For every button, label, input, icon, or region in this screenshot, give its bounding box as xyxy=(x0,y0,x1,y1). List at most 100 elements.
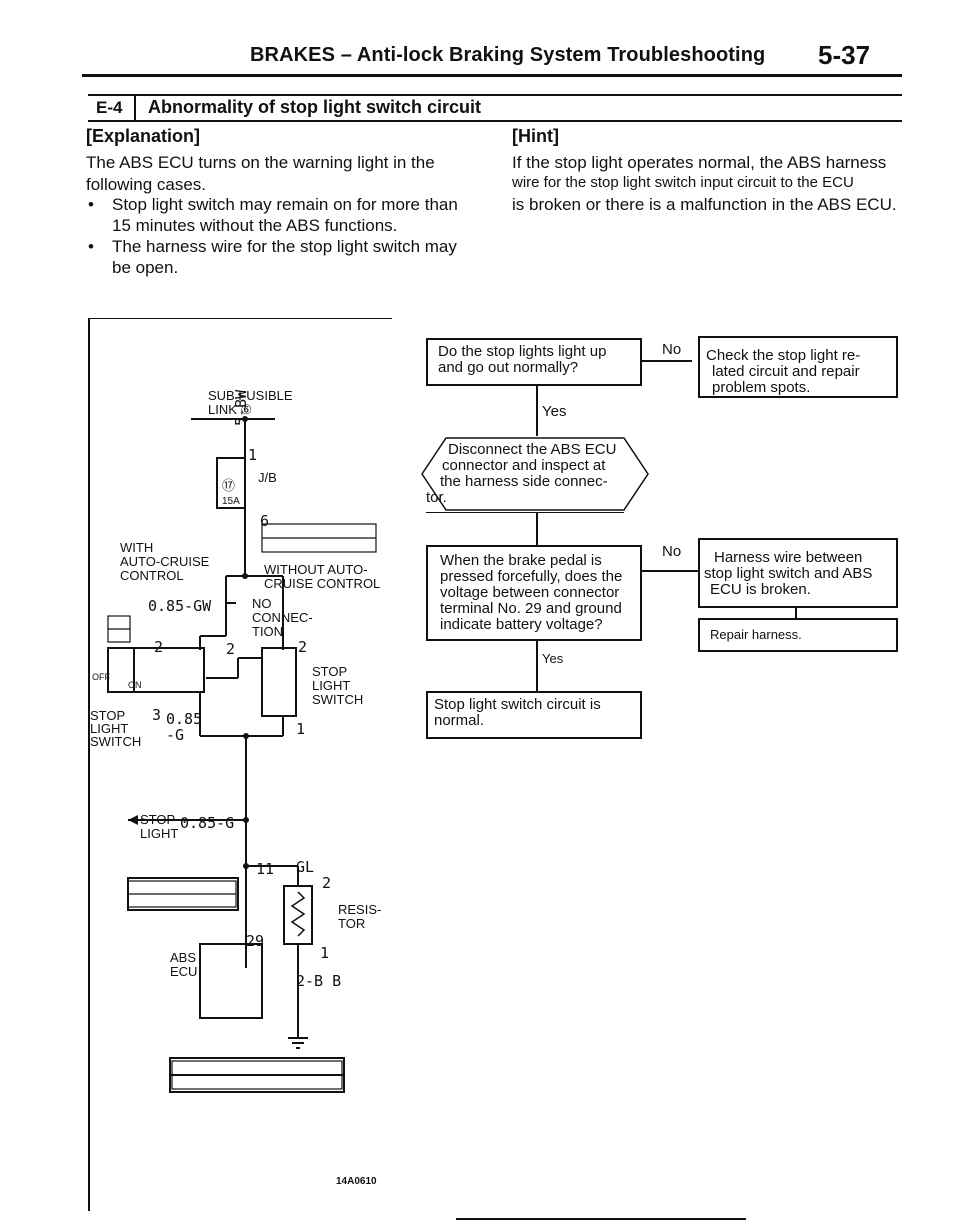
wire-label: 5-BW xyxy=(232,389,250,426)
flow-yes-label: Yes xyxy=(542,403,567,420)
flow-rule xyxy=(426,512,624,513)
flow-text: Harness wire between xyxy=(714,549,863,566)
section-code: E-4 xyxy=(96,98,123,117)
abs-ecu-label: ECU xyxy=(170,964,198,979)
stop-light-label: LIGHT xyxy=(140,826,179,841)
pin-label: 2 xyxy=(226,640,236,658)
no-connection-label: CONNEC- xyxy=(252,610,313,625)
cruise-label: CONTROL xyxy=(120,568,184,583)
cruise-label: WITHOUT AUTO- xyxy=(264,562,368,577)
flow-text: problem spots. xyxy=(712,379,811,396)
flow-arrow xyxy=(640,570,698,572)
pin-label: 2 xyxy=(322,874,332,892)
flow-no-label: No xyxy=(662,543,682,560)
stop-light-switch-label: LIGHT xyxy=(90,721,129,736)
flow-question-1 xyxy=(426,338,642,386)
figure-code: 14A0610 xyxy=(336,1176,377,1187)
pin-label: 1 xyxy=(248,446,258,464)
stop-light-switch-label: SWITCH xyxy=(312,692,364,707)
wire-label: 0.85 xyxy=(166,710,203,728)
flow-text: terminal No. 29 and ground xyxy=(440,600,622,617)
abs-ecu-label: ABS xyxy=(170,950,197,965)
stop-light-label: STOP xyxy=(140,812,176,827)
pin-label: 1 xyxy=(320,944,330,962)
flow-result-3 xyxy=(426,691,642,739)
flow-text: When the brake pedal is xyxy=(440,552,602,569)
flow-text: stop light switch and ABS xyxy=(704,565,873,582)
flow-text: connector and inspect at xyxy=(442,457,606,474)
explanation-line: The ABS ECU turns on the warning light i… xyxy=(86,153,435,172)
flow-text: Stop light switch circuit is xyxy=(434,696,601,713)
fuse-number: ⑰ xyxy=(222,478,236,493)
resistor-label: RESIS- xyxy=(338,902,382,917)
bullet-dot: • xyxy=(88,237,94,256)
section-divider xyxy=(134,94,136,122)
flow-result-2b xyxy=(698,618,898,652)
wire-label: 2-B B xyxy=(296,972,342,990)
stop-light-switch-label: STOP xyxy=(312,664,348,679)
flow-text: Check the stop light re- xyxy=(706,347,861,364)
bullet-dot: • xyxy=(88,195,94,214)
hint-line: If the stop light operates normal, the A… xyxy=(512,153,887,172)
section-title: Abnormality of stop light switch circuit xyxy=(148,97,482,117)
header-rule xyxy=(82,74,902,77)
explanation-line: following cases. xyxy=(86,175,207,194)
flow-result-1 xyxy=(698,336,898,398)
bullet-text: be open. xyxy=(112,258,179,277)
footer-rule xyxy=(456,1218,746,1220)
cruise-label: WITH xyxy=(120,540,154,555)
fuse-rating: 15A xyxy=(222,496,240,507)
flow-text: pressed forcefully, does the xyxy=(440,568,623,585)
resistor-label: TOR xyxy=(338,916,366,931)
flow-text: tor. xyxy=(426,489,447,506)
wire-label: 0.85-GW xyxy=(148,597,212,615)
sub-fusible-label: SUB FUSIBLE xyxy=(208,388,293,403)
flow-no-label: No xyxy=(662,341,682,358)
flow-text: Repair harness. xyxy=(710,627,802,642)
wire-label: 0.85-G xyxy=(180,814,235,832)
wire-color-label: GL xyxy=(296,858,315,876)
stop-light-switch-label: SWITCH xyxy=(90,734,142,749)
flow-connector xyxy=(536,639,538,691)
diagram-top-rule xyxy=(88,318,390,319)
flow-connector xyxy=(795,606,797,620)
explanation-heading: [Explanation] xyxy=(86,126,201,146)
hint-line: is broken or there is a malfunction in t… xyxy=(512,195,897,214)
stop-light-switch-label: LIGHT xyxy=(312,678,351,693)
switch-off-label: OFF xyxy=(92,672,110,682)
flow-yes-label: Yes xyxy=(542,651,564,666)
flow-connector xyxy=(536,384,538,436)
flow-text: lated circuit and repair xyxy=(712,363,860,380)
pin-label: 29 xyxy=(246,932,265,950)
page-number: 5-37 xyxy=(818,40,871,70)
bullet-text: The harness wire for the stop light swit… xyxy=(112,237,457,256)
no-connection-label: TION xyxy=(252,624,284,639)
flow-text: Disconnect the ABS ECU xyxy=(448,441,617,458)
cruise-label: AUTO-CRUISE xyxy=(120,554,210,569)
pin-label: 3 xyxy=(152,706,162,724)
flow-connector xyxy=(536,513,538,545)
stop-light-switch-label: STOP xyxy=(90,708,126,723)
flow-arrow xyxy=(640,360,692,362)
hint-heading: [Hint] xyxy=(512,126,559,146)
jb-label: J/B xyxy=(258,470,277,485)
flow-text: normal. xyxy=(434,712,485,729)
hint-line: wire for the stop light switch input cir… xyxy=(512,174,854,191)
flow-text: voltage between connector xyxy=(440,584,620,601)
flow-question-2 xyxy=(426,545,642,641)
pin-label: 11 xyxy=(256,860,275,878)
pin-label: 2 xyxy=(154,638,164,656)
bullet-text: 15 minutes without the ABS functions. xyxy=(112,216,398,235)
section-bar xyxy=(88,94,902,122)
flow-text: Do the stop lights light up xyxy=(438,343,607,360)
wiring-diagram xyxy=(107,416,377,1093)
cruise-label: CRUISE CONTROL xyxy=(264,576,381,591)
flow-hexagon xyxy=(421,437,649,511)
flow-text: and go out normally? xyxy=(438,359,579,376)
sub-fusible-label: LINK ⑥ xyxy=(208,402,253,417)
wire-label: -G xyxy=(166,726,185,744)
bullet-text: Stop light switch may remain on for more… xyxy=(112,195,458,214)
flow-text: ECU is broken. xyxy=(710,581,811,598)
flow-result-2 xyxy=(698,538,898,608)
no-connection-label: NO xyxy=(252,596,272,611)
